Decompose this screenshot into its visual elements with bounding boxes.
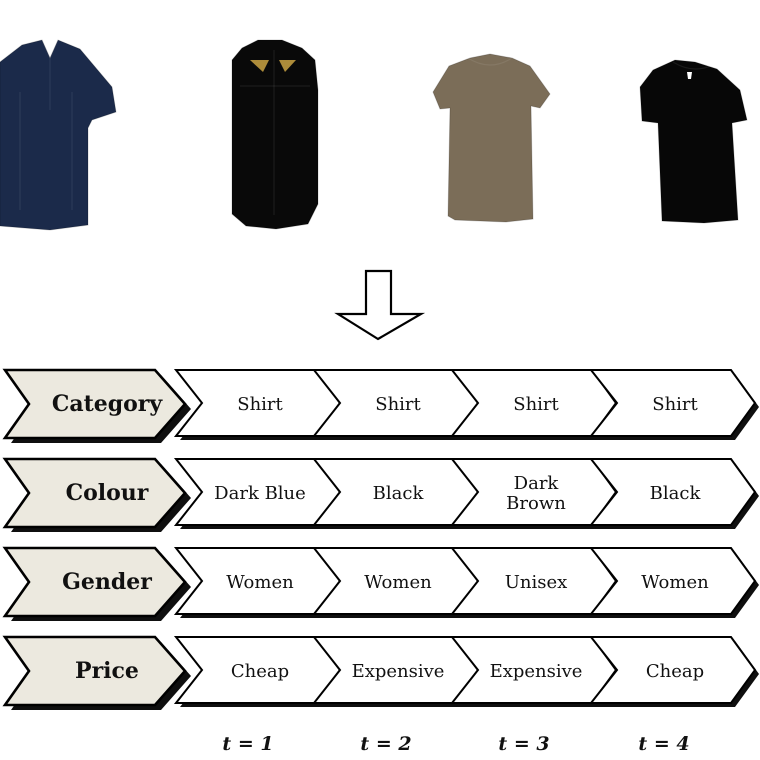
attribute-cell-chevron <box>588 547 757 615</box>
attribute-cell: Women <box>173 547 344 618</box>
row-header-label: Colour <box>66 480 149 506</box>
time-step-label: t = 1 <box>222 733 273 755</box>
attribute-cell: Cheap <box>588 636 759 707</box>
attribute-row: Category Shirt Shirt Shirt Shirt <box>2 368 759 443</box>
attribute-cell-value: Shirt <box>652 394 698 415</box>
attribute-cell-value: Cheap <box>646 661 704 682</box>
attribute-row: Gender Women Women Unisex Women <box>2 546 759 621</box>
row-header-chevron <box>2 635 187 707</box>
time-step-label: t = 2 <box>360 733 411 755</box>
row-header: Colour <box>2 457 191 532</box>
time-step-label: t = 3 <box>498 733 549 755</box>
attribute-cell: Expensive <box>449 636 620 707</box>
row-header: Price <box>2 635 191 710</box>
attribute-cell: Expensive <box>311 636 482 707</box>
attribute-cell-value: Women <box>641 572 709 593</box>
attribute-cell-chevron <box>588 458 757 526</box>
down-arrow-icon <box>334 269 426 341</box>
attribute-cell: Women <box>311 547 482 618</box>
time-step-label: t = 4 <box>638 733 689 755</box>
attribute-cell-value-line: Brown <box>506 493 566 514</box>
attribute-cell-chevron <box>588 369 757 437</box>
row-header: Gender <box>2 546 191 621</box>
row-header-chevron <box>2 457 187 529</box>
dark-blue-polo-shirt <box>0 39 117 231</box>
black-sleeveless-shirt <box>231 39 319 230</box>
attribute-cell: Cheap <box>173 636 344 707</box>
attribute-cell-value: Women <box>226 572 294 593</box>
row-header-chevron <box>2 368 187 440</box>
row-header-label: Category <box>52 391 164 417</box>
brown-tshirt <box>432 53 551 223</box>
attribute-cell-value: Cheap <box>231 661 289 682</box>
attribute-cell-value: Shirt <box>237 394 283 415</box>
attribute-cell-value: Expensive <box>490 661 583 682</box>
attribute-cell-value: Shirt <box>375 394 421 415</box>
row-header: Category <box>2 368 191 443</box>
attribute-cell: Dark Blue <box>173 458 344 529</box>
attribute-cell-value: Shirt <box>513 394 559 415</box>
row-header-label: Gender <box>62 569 152 595</box>
attribute-cell: Shirt <box>588 369 759 440</box>
row-header-label: Price <box>75 658 139 684</box>
attribute-cell: Shirt <box>449 369 620 440</box>
attribute-cell: Unisex <box>449 547 620 618</box>
attribute-cell-value: Unisex <box>505 572 568 593</box>
attribute-row: Price Cheap Expensive Expensive Cheap <box>2 635 759 710</box>
attribute-cell-value: Expensive <box>352 661 445 682</box>
attribute-cell-value: Black <box>373 483 425 504</box>
attribute-cell: Shirt <box>173 369 344 440</box>
attribute-cell-value-line: Dark <box>514 473 560 494</box>
attribute-cell: Black <box>588 458 759 529</box>
attribute-cell: Women <box>588 547 759 618</box>
row-header-chevron <box>2 546 187 618</box>
attribute-cell-value: Women <box>364 572 432 593</box>
attribute-cell-value: Black <box>650 483 702 504</box>
black-tshirt <box>639 59 748 224</box>
attribute-cell-chevron <box>588 636 757 704</box>
attribute-cell-value: Dark Blue <box>214 483 306 504</box>
